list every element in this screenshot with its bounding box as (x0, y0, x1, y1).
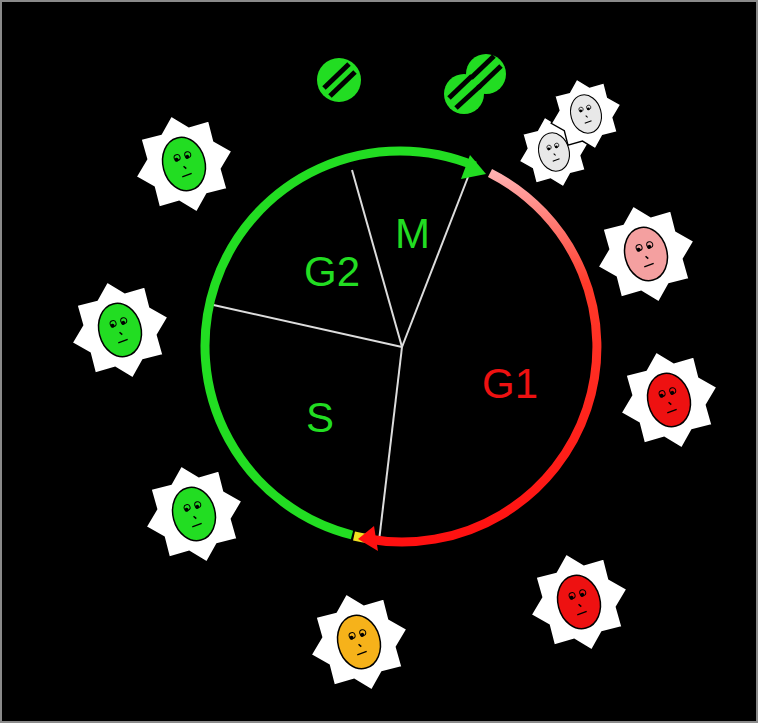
phase-label: M (395, 213, 430, 255)
cell-icon (133, 453, 255, 575)
cell-icon (608, 339, 730, 461)
cell-icon (518, 541, 640, 663)
phase-label: S (306, 397, 334, 439)
cell-icon (585, 193, 707, 315)
cell-icon (542, 70, 630, 158)
phase-label: G1 (482, 363, 538, 405)
cell-icon (59, 269, 181, 391)
chromosome-icon (444, 54, 506, 114)
cell-icon (123, 103, 245, 225)
phase-label: G2 (304, 251, 360, 293)
cell-icon (298, 581, 420, 703)
chromosome-icon (317, 58, 361, 102)
